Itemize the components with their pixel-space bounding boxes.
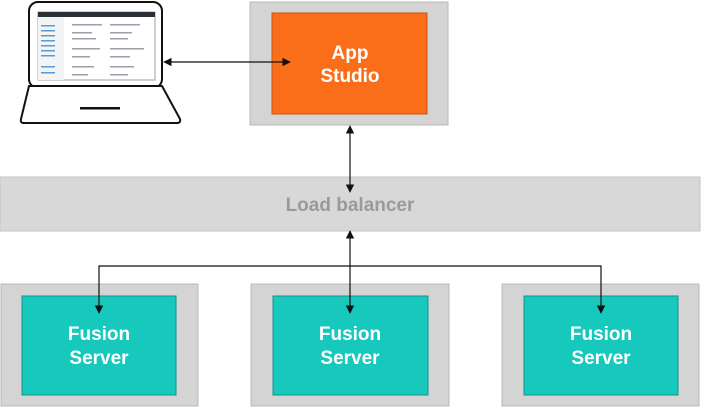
fusion-server-label-1-line2: Server — [69, 348, 129, 369]
app-studio-label-line1: App — [332, 43, 369, 64]
fusion-server-label-2-line1: Fusion — [319, 324, 381, 345]
arrow-branch-fusion-server-1 — [94, 265, 350, 314]
app-studio-label-line2: Studio — [320, 66, 379, 87]
connectors — [94, 57, 606, 314]
fusion-server-label-1-line1: Fusion — [68, 324, 130, 345]
laptop-icon — [19, 1, 182, 124]
fusion-server-label-3-line2: Server — [571, 348, 631, 369]
app-studio-box — [271, 12, 428, 115]
laptop-base — [19, 85, 182, 124]
app-studio-node: App Studio — [249, 1, 449, 126]
laptop-trackpad — [80, 107, 120, 110]
arrow-branch-fusion-server-3 — [350, 265, 606, 314]
fusion-server-label-2-line2: Server — [320, 348, 380, 369]
fusion-server-label-3-line1: Fusion — [570, 324, 632, 345]
load-balancer-label: Load balancer — [286, 195, 415, 216]
